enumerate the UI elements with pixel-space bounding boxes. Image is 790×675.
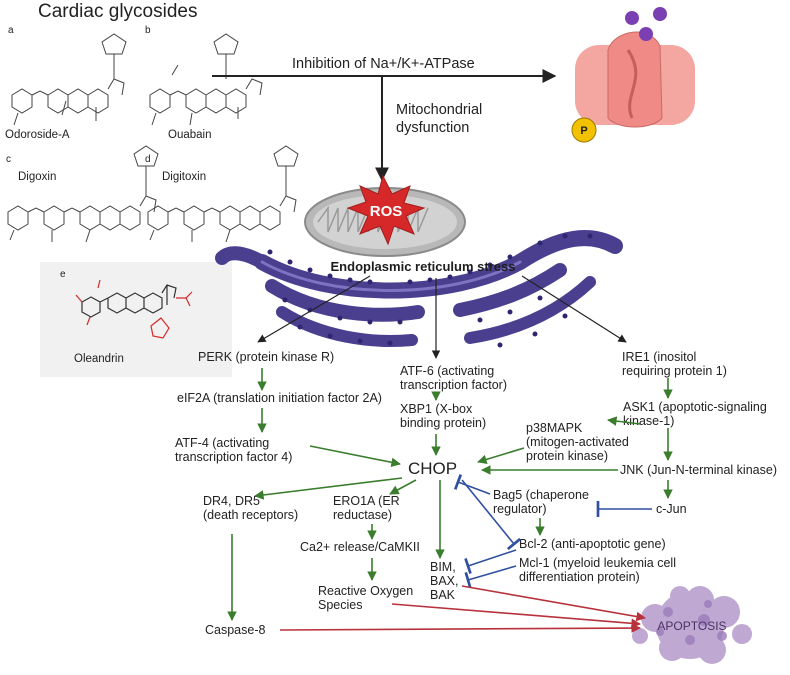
node-apoptosis: APOPTOSIS [657,619,726,633]
node-ask1-line-2: kinase-1) [623,414,674,428]
node-bim-line-3: BAK [430,588,456,602]
node-bag5-line-1: Bag5 (chaperone [493,488,589,502]
node-caspase-8: Caspase-8 [205,623,265,637]
structure-ouabain [149,33,263,126]
node-xbp1-line-2: binding protein) [400,416,486,430]
apoptosis-blebs [656,600,727,645]
er-ribosome-dots [267,233,593,348]
arrow-caspase-8-to-apoptosis [279,623,641,633]
node-ero1a-line-1: ERO1A (ER [333,494,400,508]
node-atf4: ATF-4 (activating transcription factor 4… [175,436,292,464]
arrow-atf4-to-chop [309,445,401,468]
ion-icon [625,11,639,25]
apoptosis-cell-icon [632,586,752,664]
node-atf6: ATF-6 (activating transcription factor) [400,364,507,392]
compound-name-digoxin: Digoxin [18,171,56,183]
node-ero1a: ERO1A (ER reductase) [333,494,403,522]
compound-letter-d: d [145,154,151,165]
node-xbp1-line-1: XBP1 (X-box [400,402,473,416]
node-ire1-line-2: requiring protein 1) [622,364,727,378]
ros-label: ROS [370,203,403,220]
node-atf6-line-1: ATF-6 (activating [400,364,494,378]
ion-icon [639,27,653,41]
activation-arrows [227,368,673,621]
inhibit-chop-to-bcl2 [461,479,522,551]
node-p38-line-2: (mitogen-activated [526,435,629,449]
structure-digitoxin [147,145,299,243]
arrow-er-to-perk [257,275,371,343]
node-bim-bax-bak: BIM, BAX, BAK [430,560,462,602]
node-dr-line-2: (death receptors) [203,508,298,522]
node-mcl1-line-2: differentiation protein) [519,570,640,584]
node-chop: CHOP [408,459,457,478]
node-eif2a: eIF2A (translation initiation factor 2A) [177,391,382,405]
structure-digoxin [7,145,159,243]
na-k-atpase-pump-icon: P [571,7,695,143]
arrow-er-to-ire1 [521,275,627,343]
node-dr-line-1: DR4, DR5 [203,494,260,508]
inhibition-lines [453,474,652,589]
diagram-title: Cardiac glycosides [38,1,197,22]
compound-name-digitoxin: Digitoxin [162,171,206,183]
node-reactive-oxygen-species: Reactive Oxygen Species [318,584,417,612]
node-ask1-line-1: ASK1 (apoptotic-signaling [623,400,767,414]
structure-oleandrin [75,279,193,339]
node-bag5: Bag5 (chaperone regulator) [493,488,592,516]
node-ire1-line-1: IRE1 (inositol [622,350,696,364]
node-ire1: IRE1 (inositol requiring protein 1) [622,350,727,378]
inhibit-bag5-to-chop [453,474,491,495]
arrow-ask1-to-p38 [607,416,641,426]
endoplasmic-reticulum-icon [215,230,623,347]
node-bcl2: Bcl-2 (anti-apoptotic gene) [519,537,666,551]
mito-dysfunction-label: Mitochondrial dysfunction [396,102,486,136]
node-xbp1: XBP1 (X-box binding protein) [400,402,486,430]
compound-letter-e: e [60,269,66,280]
node-atf4-line-1: ATF-4 (activating [175,436,269,450]
node-bag5-line-2: regulator) [493,502,547,516]
arrow-chop-to-ero1a [389,479,417,495]
oleandrin-panel [40,262,232,377]
phosphate-badge [571,117,597,143]
arrow-ros-to-apoptosis [391,603,641,629]
compound-letter-c: c [6,154,11,165]
inhibit-bcl2-to-bim [464,549,517,575]
node-p38-line-3: protein kinase) [526,449,608,463]
node-death-receptors: DR4, DR5 (death receptors) [203,494,298,522]
node-bim-line-1: BIM, [430,560,456,574]
inhibition-label: Inhibition of Na+/K+-ATPase [292,56,475,72]
compound-letter-b: b [145,25,151,36]
node-mcl1-line-1: Mcl-1 (myeloid leukemia cell [519,556,676,570]
node-bim-line-2: BAX, [430,574,459,588]
node-perk: PERK (protein kinase R) [198,350,334,364]
node-ros2-line-2: Species [318,598,362,612]
node-p38mapk: p38MAPK (mitogen-activated protein kinas… [526,421,632,463]
arrow-bim-to-apoptosis [461,585,646,622]
node-p38-line-1: p38MAPK [526,421,583,435]
phosphate-badge-label: P [580,125,587,137]
node-jnk: JNK (Jun-N-terminal kinase) [620,463,777,477]
mito-label-line-1: Mitochondrial [396,102,482,118]
compound-name-ouabain: Ouabain [168,129,211,141]
er-stress-label: Endoplasmic reticulum stress [331,259,516,274]
arrow-chop-to-dr [254,477,403,500]
structure-odoroside-a [11,33,127,126]
ros-burst-icon [346,174,426,246]
node-atf6-line-2: transcription factor) [400,378,507,392]
compound-name-odoroside-a: Odoroside-A [5,129,70,141]
compound-name-oleandrin: Oleandrin [74,353,124,365]
node-ask1: ASK1 (apoptotic-signaling kinase-1) [623,400,770,428]
ion-icon [653,7,667,21]
node-mcl1: Mcl-1 (myeloid leukemia cell differentia… [519,556,679,584]
node-ero1a-line-2: reductase) [333,508,392,522]
node-ca-release: Ca2+ release/CaMKII [300,540,420,554]
node-c-jun: c-Jun [656,502,687,516]
apoptosis-arrows [279,585,646,633]
node-atf4-line-2: transcription factor 4) [175,450,292,464]
node-ros2-line-1: Reactive Oxygen [318,584,413,598]
inhibit-mcl1-to-bim [464,565,517,589]
arrow-p38-to-chop [477,447,525,465]
mito-label-line-2: dysfunction [396,120,469,136]
compound-letter-a: a [8,25,14,36]
